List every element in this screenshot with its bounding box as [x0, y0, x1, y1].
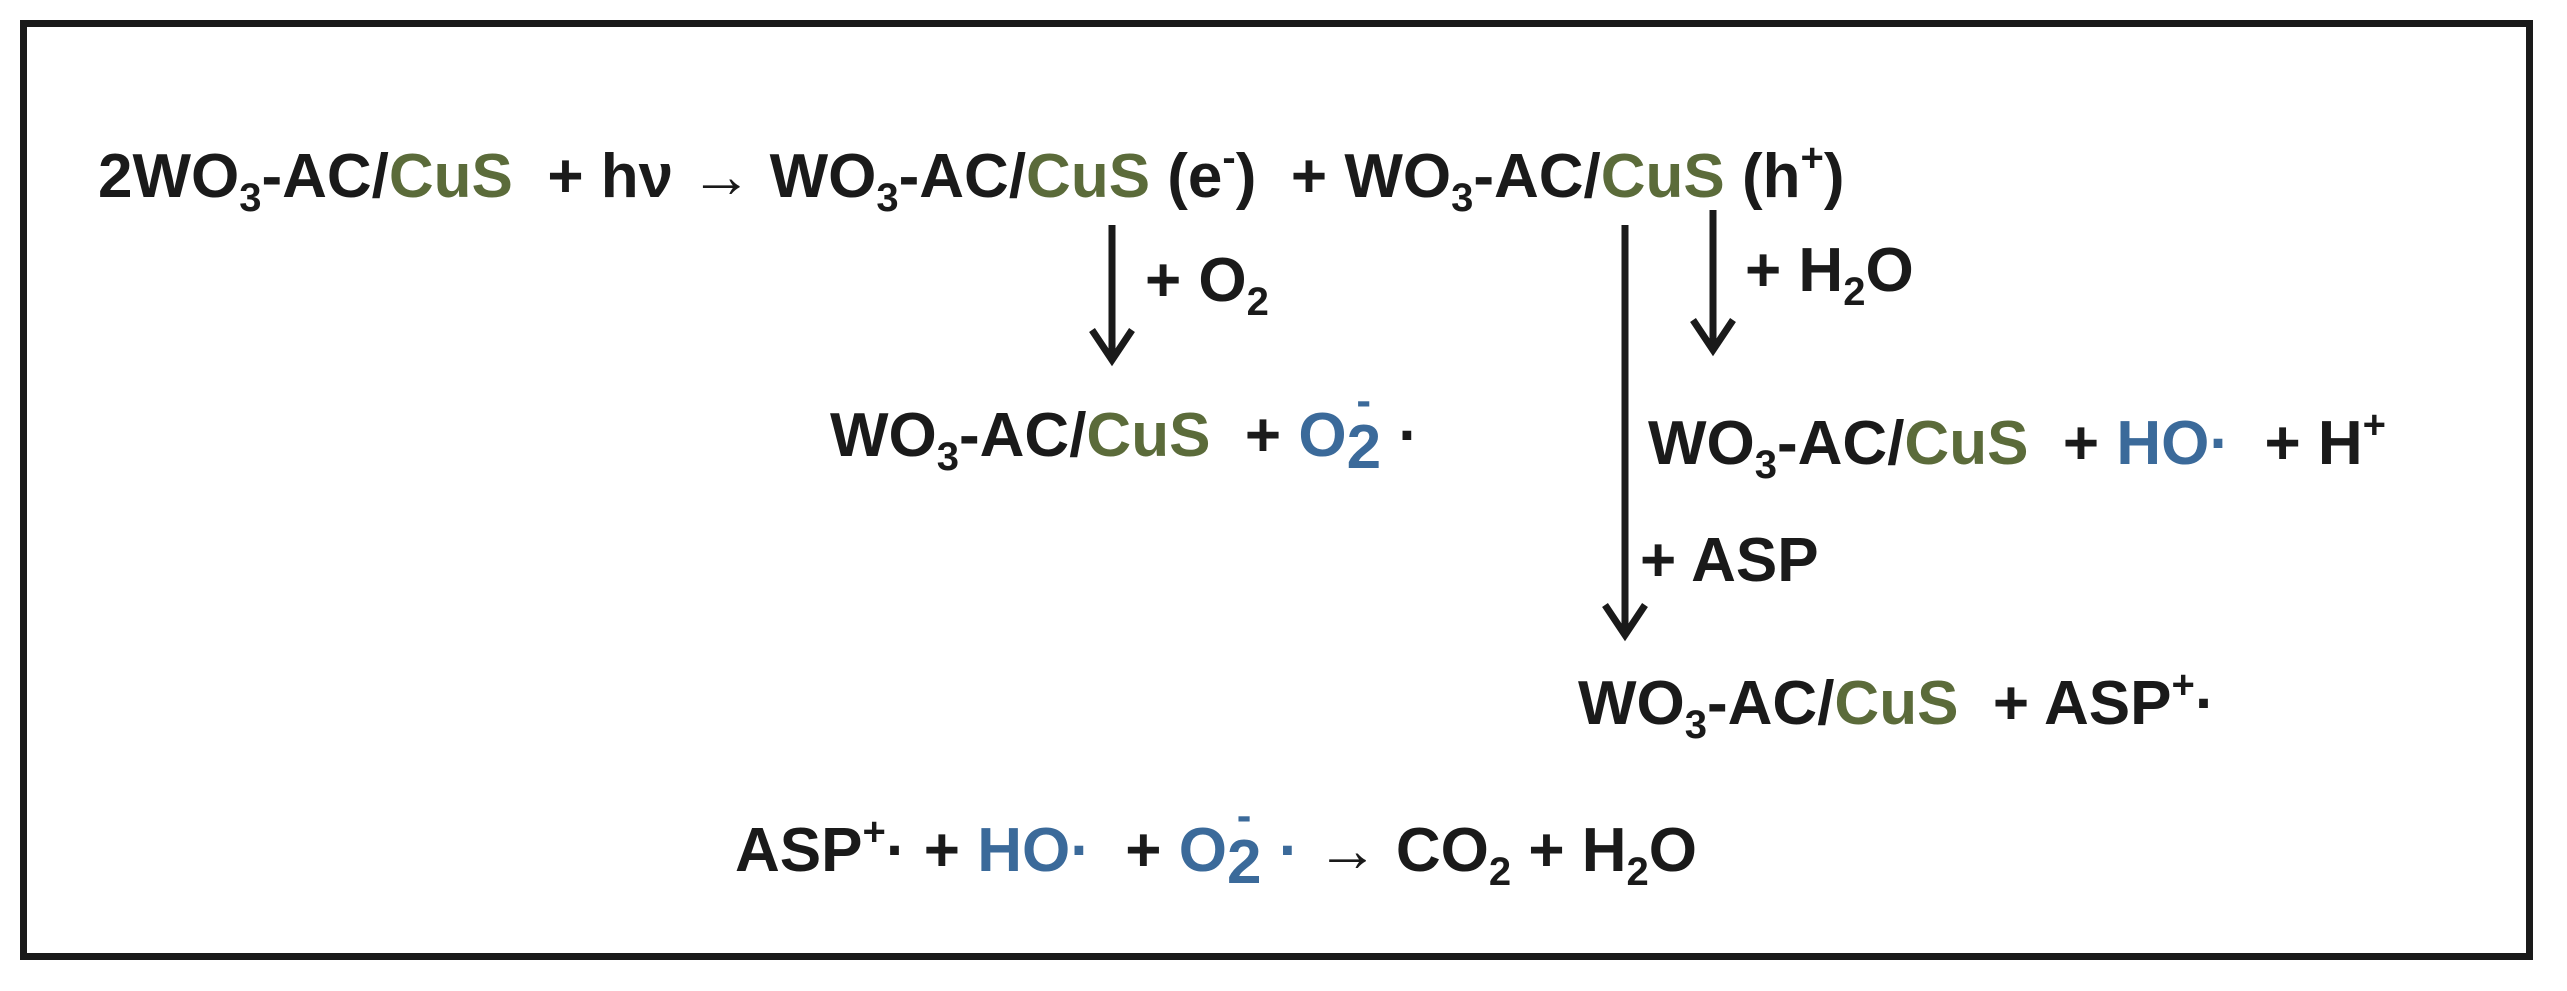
- proton-text: + H: [2264, 409, 2363, 478]
- hole-text: (h: [1741, 142, 1801, 211]
- reagent-text: O: [1865, 236, 1914, 305]
- superscript: +: [862, 810, 886, 854]
- plus: +: [2062, 409, 2100, 478]
- cus-text: CuS: [1904, 409, 2029, 478]
- arrow-h2o: [1690, 210, 1736, 357]
- photon-text: + hν: [547, 142, 674, 211]
- cus-text: CuS: [1026, 142, 1151, 211]
- asp-text: + ASP: [1992, 669, 2172, 738]
- equation-excitation: 2WO3-AC/CuS + hν → WO3-AC/CuS (e-) + WO3…: [98, 138, 1845, 218]
- charge: -: [1236, 791, 1252, 840]
- superoxide-radical: O2-: [1179, 794, 1262, 897]
- reagent-text: + O: [1145, 246, 1247, 315]
- arrow-asp: [1602, 225, 1648, 642]
- ac-text: -AC/: [1473, 142, 1601, 211]
- electron-text: (e: [1167, 142, 1223, 211]
- wo-text: WO: [1648, 409, 1755, 478]
- plus: +: [1244, 401, 1282, 470]
- reagent-h2o: + H2O: [1745, 240, 1914, 314]
- charge: -: [1356, 376, 1371, 425]
- co2-text: CO: [1395, 816, 1489, 885]
- ac-text: -AC/: [1707, 669, 1835, 738]
- plus: +: [923, 816, 960, 885]
- wo-text: WO: [769, 142, 877, 211]
- ac-text: -AC/: [959, 401, 1087, 470]
- reagent-asp: + ASP: [1640, 530, 1819, 592]
- ac-text: -AC/: [1777, 409, 1905, 478]
- water-text: O: [1648, 816, 1698, 885]
- arrow-o2: [1089, 225, 1135, 367]
- subscript: 3: [1754, 443, 1777, 487]
- reagent-o2: + O2: [1145, 250, 1269, 324]
- subscript: 2: [1226, 828, 1262, 897]
- subscript: 3: [936, 435, 959, 479]
- cus-text: CuS: [1834, 669, 1959, 738]
- cus-text: CuS: [1600, 142, 1725, 211]
- water-text: + H: [1528, 816, 1627, 885]
- subscript: 2: [1246, 280, 1269, 324]
- asp-text: ASP: [735, 816, 863, 885]
- subscript: 2: [1346, 413, 1382, 482]
- subscript: 3: [1684, 703, 1707, 747]
- product-asp-radical: WO3-AC/CuS + ASP+·: [1578, 665, 2216, 745]
- equation-mineralization: ASP+· + HO· + O2- · → CO2 + H2O: [735, 794, 1698, 897]
- ac-text: -AC/: [898, 142, 1027, 211]
- plus: +: [1125, 816, 1162, 885]
- superscript: -: [1222, 136, 1236, 180]
- paren: ): [1823, 142, 1845, 211]
- subscript: 3: [239, 176, 262, 220]
- reaction-arrow: →: [1316, 816, 1379, 885]
- subscript: 2: [1843, 270, 1866, 314]
- cus-text: CuS: [1086, 401, 1211, 470]
- superscript: +: [2362, 403, 2387, 447]
- coefficient: 2: [98, 142, 133, 211]
- paren: ): [1235, 142, 1257, 211]
- hydroxyl-radical: HO·: [977, 816, 1091, 885]
- radical-dot: ·: [1278, 816, 1300, 885]
- subscript: 3: [876, 176, 899, 220]
- wo-text: WO: [1578, 669, 1685, 738]
- radical-o: O: [1298, 401, 1347, 470]
- subscript: 2: [1488, 850, 1512, 894]
- reagent-text: + H: [1745, 236, 1844, 305]
- subscript: 3: [1451, 176, 1474, 220]
- radical-dot: ·: [2194, 669, 2216, 738]
- wo-text: WO: [1344, 142, 1452, 211]
- radical-o: O: [1178, 816, 1227, 885]
- reagent-text: + ASP: [1640, 526, 1819, 595]
- subscript: 2: [1626, 850, 1649, 894]
- wo-text: WO: [132, 142, 240, 211]
- reaction-arrow: →: [690, 142, 753, 211]
- diagram-frame: [20, 20, 2533, 960]
- ac-text: -AC/: [261, 142, 389, 211]
- product-hydroxyl: WO3-AC/CuS + HO· + H+: [1648, 405, 2386, 485]
- plus: +: [1290, 142, 1328, 211]
- superoxide-radical: O2-: [1298, 379, 1382, 482]
- radical-dot: ·: [885, 816, 907, 885]
- cus-text: CuS: [388, 142, 513, 211]
- superscript: +: [1800, 136, 1824, 180]
- hydroxyl-radical: HO·: [2116, 409, 2230, 478]
- radical-dot: ·: [1398, 401, 1419, 470]
- wo-text: WO: [830, 401, 937, 470]
- product-superoxide: WO3-AC/CuS + O2- ·: [830, 379, 1419, 482]
- superscript: +: [2171, 663, 2195, 707]
